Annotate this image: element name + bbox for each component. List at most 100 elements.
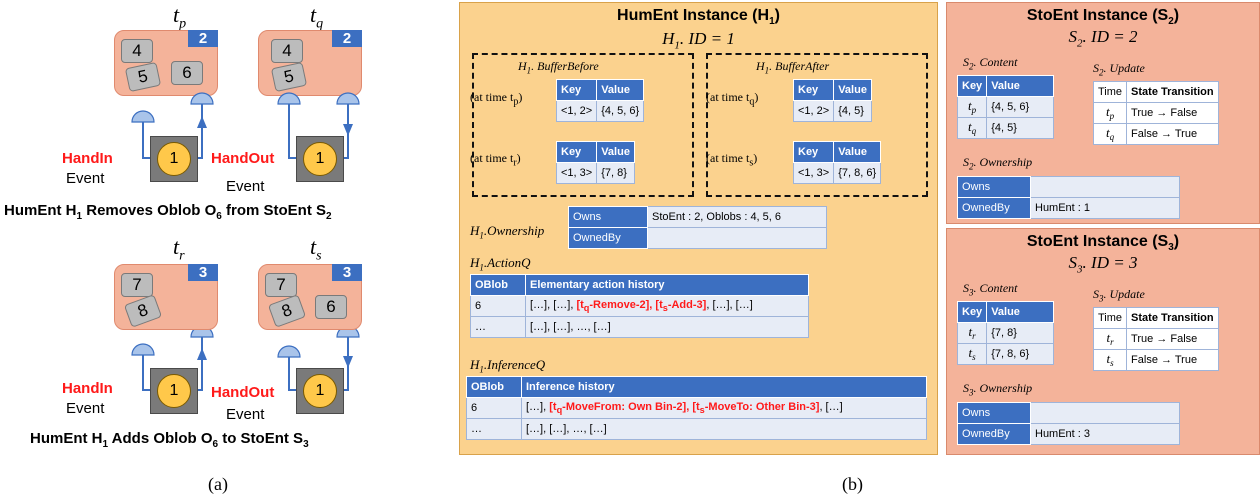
table-row: <1, 3>{7, 8} — [555, 162, 635, 184]
time-label-tq: tq — [310, 2, 324, 32]
time-label-tp: tp — [173, 2, 187, 32]
stoEnt2-title: StoEnt Instance (S2) — [1026, 7, 1180, 28]
storage-bin-before: 3 7 8 — [114, 264, 218, 330]
time-note: (at time tq) — [706, 90, 759, 108]
sensor-icon — [131, 343, 155, 356]
table-row: <1, 2>{4, 5, 6} — [555, 100, 645, 122]
stoEnt3-ownership-label: S3. Ownership — [963, 381, 1033, 398]
handin-label: HandIn — [62, 380, 113, 397]
human-id-coin: 1 — [303, 374, 337, 408]
bin-number: 3 — [332, 264, 362, 281]
event-label: Event — [66, 400, 105, 417]
buffer-before-box — [472, 53, 694, 197]
human-device: 1 — [150, 136, 198, 182]
sensor-icon — [277, 92, 301, 105]
table-row: ts{7, 8, 6} — [956, 343, 1055, 365]
oblob: 4 — [271, 39, 303, 63]
sensor-icon — [336, 92, 360, 105]
event-label: Event — [66, 170, 105, 187]
oblob: 8 — [123, 294, 163, 328]
scenario-caption-add: HumEnt H1 Adds Oblob O6 to StoEnt S3 — [30, 430, 309, 450]
stoEnt3-update-label: S3. Update — [1093, 287, 1145, 304]
humEnt-title: HumEnt Instance (H1) — [617, 7, 780, 28]
table-row: Owns — [957, 402, 1180, 424]
stoEnt2-ownership-label: S2. Ownership — [963, 155, 1033, 172]
storage-bin-after: 3 7 8 6 — [258, 264, 362, 330]
table-row: <1, 2>{4, 5} — [792, 100, 872, 122]
humEnt-inferenceq-label: H1.InferenceQ — [470, 357, 546, 375]
table-row: tp{4, 5, 6} — [956, 96, 1055, 118]
human-id-coin: 1 — [303, 142, 337, 176]
storage-bin-before: 2 4 5 6 — [114, 30, 218, 96]
connector-arrows — [131, 92, 360, 391]
figure-label-a: (a) — [208, 474, 228, 494]
time-note: (at time ts) — [706, 151, 758, 169]
sensor-icon — [277, 345, 301, 358]
table-row: <1, 3>{7, 8, 6} — [792, 162, 882, 184]
stoEnt2-id: S2. ID = 2 — [1068, 27, 1138, 50]
sensor-icon — [190, 92, 214, 105]
storage-bin-after: 2 4 5 — [258, 30, 362, 96]
oblob: 7 — [265, 273, 297, 297]
table-row: tq{4, 5} — [956, 117, 1055, 139]
event-label: Event — [226, 178, 265, 195]
table-row: tr{7, 8} — [956, 322, 1055, 344]
stoEnt2-panel: StoEnt Instance (S2) S2. ID = 2 S2. Cont… — [946, 2, 1260, 224]
stoEnt3-content-label: S3. Content — [963, 281, 1018, 298]
table-row: 6 […], […], [tq-Remove-2], [ts-Add-3], [… — [470, 295, 809, 317]
stoEnt2-update-label: S2. Update — [1093, 61, 1145, 78]
human-id-coin: 1 — [157, 374, 191, 408]
table-row: …[…], […], …, […] — [470, 316, 809, 338]
humEnt-actionq-label: H1.ActionQ — [470, 255, 531, 273]
bin-number: 3 — [188, 264, 218, 281]
oblob: 6 — [171, 61, 203, 85]
human-id-coin: 1 — [157, 142, 191, 176]
bin-number: 2 — [332, 30, 362, 47]
stoEnt3-title: StoEnt Instance (S3) — [1026, 233, 1180, 254]
time-note: (at time tr) — [470, 151, 521, 169]
stoEnt2-content-label: S2. Content — [963, 55, 1018, 72]
oblob: 7 — [121, 273, 153, 297]
table-row: 6 […], [tq-MoveFrom: Own Bin-2], [ts-Mov… — [466, 397, 927, 419]
handout-label: HandOut — [211, 384, 275, 401]
time-label-tr: tr — [173, 234, 185, 264]
event-label: Event — [226, 406, 265, 423]
humEnt-ownership-label: H1.Ownership — [470, 223, 545, 241]
oblob: 4 — [121, 39, 153, 63]
scenario-caption-remove: HumEnt H1 Removes Oblob O6 from StoEnt S… — [4, 202, 332, 222]
human-device: 1 — [296, 136, 344, 182]
time-label-ts: ts — [310, 234, 322, 264]
buffer-before-label: H1. BufferBefore — [518, 59, 599, 76]
buffer-after-label: H1. BufferAfter — [756, 59, 830, 76]
table-row: …[…], […], …, […] — [466, 418, 927, 440]
handout-label: HandOut — [211, 150, 275, 167]
stoEnt3-id: S3. ID = 3 — [1068, 253, 1138, 276]
humEnt-panel: HumEnt Instance (H1) H1. ID = 1 H1. Buff… — [459, 2, 938, 455]
bin-number: 2 — [188, 30, 218, 47]
human-device: 1 — [296, 368, 344, 414]
stoEnt3-panel: StoEnt Instance (S3) S3. ID = 3 S3. Cont… — [946, 228, 1260, 455]
oblob: 8 — [267, 294, 307, 328]
sensor-icon — [131, 110, 155, 123]
handin-label: HandIn — [62, 150, 113, 167]
table-row: OwnedBy — [568, 227, 827, 249]
time-note: (at time tp) — [470, 90, 523, 108]
